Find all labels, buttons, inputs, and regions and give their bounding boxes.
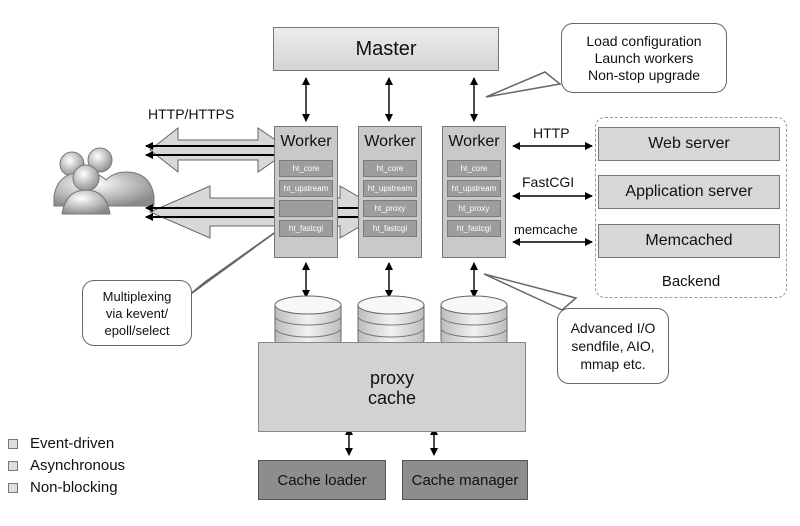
- worker-label: Worker: [280, 133, 332, 150]
- master-callout: Load configuration Launch workers Non-st…: [561, 23, 727, 93]
- client-lower-arrow: [148, 185, 386, 239]
- legend-label: Asynchronous: [30, 457, 126, 474]
- bullet-icon: [8, 483, 18, 493]
- worker-label: Worker: [448, 133, 500, 150]
- application-server-box: Application server: [598, 175, 780, 209]
- module-ht-core: ht_core: [447, 160, 501, 177]
- memcached-label: Memcached: [645, 232, 733, 249]
- proxy-cache-line-1: proxy: [369, 368, 414, 388]
- module-ht-fastcgi: ht_fastcgi: [363, 220, 417, 237]
- callout-line: via kevent/: [105, 305, 169, 321]
- proxy-cache-line-2: cache: [367, 388, 417, 408]
- module-ht-upstream: ht_upstream: [447, 180, 501, 197]
- proxy-cache-label: proxy cache: [258, 368, 526, 408]
- module-ht-proxy: ht_proxy: [447, 200, 501, 217]
- master-process: Master: [273, 27, 499, 71]
- disk-2-icon: [357, 295, 425, 350]
- module-ht-core: ht_core: [363, 160, 417, 177]
- web-server-box: Web server: [598, 127, 780, 161]
- cache-manager-box: Cache manager: [402, 460, 528, 500]
- web-server-label: Web server: [648, 135, 730, 152]
- disk-3-icon: [440, 295, 508, 350]
- io-callout-tail: [483, 273, 578, 311]
- backend-label: Backend: [661, 273, 721, 290]
- legend-item: Asynchronous: [8, 455, 125, 477]
- protocol-fastcgi-label: FastCGI: [522, 174, 575, 190]
- master-callout-tail: [485, 71, 562, 98]
- module-ht-core: ht_core: [279, 160, 333, 177]
- backend-group: [595, 117, 787, 298]
- callout-line: Advanced I/O: [570, 320, 656, 336]
- cache-loader-label: Cache loader: [277, 471, 367, 489]
- callout-line: Launch workers: [594, 49, 694, 66]
- worker-1: Worker ht_core ht_upstream ht_fastcgi: [274, 126, 338, 258]
- callout-line: Multiplexing: [102, 288, 172, 304]
- callout-line: mmap etc.: [580, 356, 646, 372]
- cache-loader-box: Cache loader: [258, 460, 386, 500]
- disk-1-icon: [274, 295, 342, 350]
- advanced-io-callout: Advanced I/O sendfile, AIO, mmap etc.: [557, 308, 669, 384]
- protocol-http-label: HTTP: [533, 125, 570, 141]
- callout-line: Load configuration: [586, 32, 702, 49]
- worker-3: Worker ht_core ht_upstream ht_proxy ht_f…: [442, 126, 506, 258]
- feature-legend: Event-driven Asynchronous Non-blocking: [8, 433, 125, 499]
- bullet-icon: [8, 461, 18, 471]
- users-icon: [53, 147, 155, 215]
- application-server-label: Application server: [625, 183, 753, 200]
- module-ht-proxy: ht_proxy: [363, 200, 417, 217]
- protocol-memcache-label: memcache: [514, 222, 578, 237]
- master-label: Master: [355, 37, 417, 60]
- callout-line: Non-stop upgrade: [587, 66, 701, 83]
- cache-manager-label: Cache manager: [411, 471, 519, 489]
- legend-item: Non-blocking: [8, 477, 125, 499]
- module-ht-fastcgi: ht_fastcgi: [279, 220, 333, 237]
- client-upper-arrow: [149, 126, 291, 174]
- legend-label: Non-blocking: [30, 479, 118, 496]
- callout-line: epoll/select: [104, 322, 170, 338]
- worker-2: Worker ht_core ht_upstream ht_proxy ht_f…: [358, 126, 422, 258]
- callout-line: sendfile, AIO,: [571, 338, 655, 354]
- legend-label: Event-driven: [30, 435, 115, 452]
- module-slot: [279, 200, 333, 217]
- memcached-box: Memcached: [598, 224, 780, 258]
- proxy-cache-box: [258, 342, 526, 432]
- multiplexing-callout: Multiplexing via kevent/ epoll/select: [82, 280, 192, 346]
- client-protocol-label: HTTP/HTTPS: [148, 106, 235, 122]
- module-ht-upstream: ht_upstream: [279, 180, 333, 197]
- module-ht-upstream: ht_upstream: [363, 180, 417, 197]
- legend-item: Event-driven: [8, 433, 125, 455]
- multiplex-callout-tail: [187, 225, 285, 297]
- worker-label: Worker: [364, 133, 416, 150]
- bullet-icon: [8, 439, 18, 449]
- module-ht-fastcgi: ht_fastcgi: [447, 220, 501, 237]
